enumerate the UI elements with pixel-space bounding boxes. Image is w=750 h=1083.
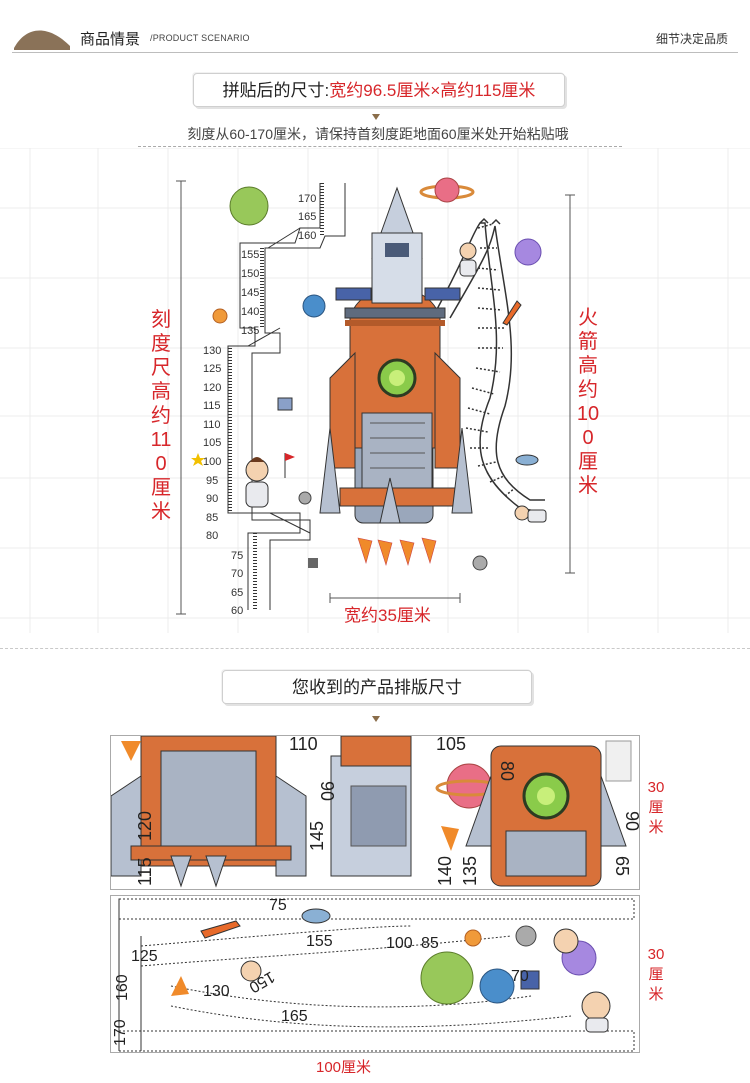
tick-160: 160 [298, 230, 316, 242]
tick-80: 80 [206, 530, 218, 542]
sheet1-num-120: 120 [135, 811, 155, 841]
sheet2-num-125: 125 [131, 948, 158, 965]
sheet2-num-170: 170 [112, 1019, 129, 1046]
sheet-2-numbers: 75 155 100 85 125 150 130 160 165 170 70 [112, 897, 529, 1046]
tick-120: 120 [203, 382, 221, 394]
tick-100: 100 [203, 456, 221, 468]
section-divider [0, 648, 750, 649]
sheet-1-height-label: 30厘米 [647, 779, 665, 836]
tick-115: 115 [203, 400, 221, 412]
scene-illustration: 170 165 160 155 150 145 140 135 130 125 … [0, 148, 750, 633]
sheet2-num-160: 160 [114, 974, 131, 1001]
paste-size-value: 宽约96.5厘米×高约115厘米 [329, 81, 536, 100]
layout-size-title: 您收到的产品排版尺寸 [222, 670, 532, 704]
height-ruler [227, 183, 346, 610]
tick-130: 130 [203, 345, 221, 357]
sheet1-num-140: 140 [435, 856, 455, 886]
sheet2-num-100: 100 [386, 935, 413, 952]
sheet-1-art: 120 115 110 105 80 90 145 140 135 90 65 [111, 736, 640, 888]
sticker-sheet-1: 120 115 110 105 80 90 145 140 135 90 65 [110, 735, 640, 890]
pointer-triangle-icon [372, 114, 380, 120]
total-width-label: 100厘米 [316, 1059, 372, 1076]
tick-170: 170 [298, 193, 316, 205]
tick-165: 165 [298, 211, 316, 223]
tick-65: 65 [231, 587, 243, 599]
sheet2-num-75: 75 [269, 897, 287, 914]
tick-150: 150 [241, 268, 259, 280]
tick-125: 125 [203, 363, 221, 375]
sheet-2-art: 75 155 100 85 125 150 130 160 165 170 70 [112, 897, 635, 1052]
ruler-height-label: 刻度尺 高约110厘米 [150, 309, 172, 523]
sheet1-num-65: 65 [612, 856, 632, 876]
sheet1-num-110: 110 [289, 736, 318, 754]
space-decorations [212, 177, 542, 571]
tick-105: 105 [203, 437, 221, 449]
sheet1-num-115: 115 [135, 857, 155, 886]
sheet2-num-85: 85 [421, 935, 439, 952]
sheet-1-numbers: 120 115 110 105 80 90 145 140 135 90 65 [135, 736, 640, 886]
sheet2-num-155: 155 [306, 933, 333, 950]
tick-60: 60 [231, 605, 243, 617]
tick-135: 135 [241, 325, 259, 337]
sheet1-num-135: 135 [460, 856, 480, 886]
sheet1-num-145: 145 [307, 821, 327, 851]
product-scene: 170 165 160 155 150 145 140 135 130 125 … [0, 148, 750, 633]
sheet1-num-90a: 90 [317, 781, 337, 801]
tick-70: 70 [231, 568, 243, 580]
tick-95: 95 [206, 475, 218, 487]
header-decoration-icon [14, 30, 70, 50]
header-title: 商品情景 [80, 31, 141, 48]
sheet2-num-70: 70 [511, 968, 529, 985]
tick-145: 145 [241, 287, 259, 299]
astronaut-figures [191, 242, 547, 523]
mounting-note: 刻度从60-170厘米，请保持首刻度距地面60厘米处开始粘贴哦 [187, 126, 569, 142]
rocket-illustration [319, 186, 473, 567]
sticker-sheet-2: 75 155 100 85 125 150 130 160 165 170 70 [110, 895, 640, 1053]
paste-size-label: 拼贴后的尺寸:宽约96.5厘米×高约115厘米 [193, 73, 565, 107]
pointer-triangle-icon [372, 716, 380, 722]
header-divider [12, 52, 738, 53]
tick-90: 90 [206, 493, 218, 505]
note-underline [138, 146, 622, 147]
sheet1-num-90b: 90 [622, 811, 640, 831]
rocket-height-label: 火箭 高约100厘米 [576, 307, 600, 497]
sheet1-num-105: 105 [436, 736, 466, 754]
paste-size-prefix: 拼贴后的尺寸: [222, 81, 330, 100]
header-right-text: 细节决定品质 [655, 32, 728, 46]
ruler-numbers: 170 165 160 155 150 145 140 135 130 125 … [203, 193, 316, 617]
tick-110: 110 [203, 419, 221, 431]
sheet2-num-165: 165 [281, 1008, 308, 1025]
sheet-2-height-label: 30厘米 [647, 946, 665, 1003]
rocket-width-label: 宽约35厘米 [344, 606, 431, 625]
tick-155: 155 [241, 249, 259, 261]
tick-85: 85 [206, 512, 218, 524]
measurement-lines [176, 180, 575, 615]
sheet1-num-80: 80 [497, 761, 517, 781]
header-subtitle: /PRODUCT SCENARIO [150, 33, 250, 43]
section-header: 商品情景 /PRODUCT SCENARIO 细节决定品质 [0, 0, 750, 62]
sheet2-num-130: 130 [203, 983, 230, 1000]
tick-75: 75 [231, 550, 243, 562]
tick-140: 140 [241, 306, 259, 318]
